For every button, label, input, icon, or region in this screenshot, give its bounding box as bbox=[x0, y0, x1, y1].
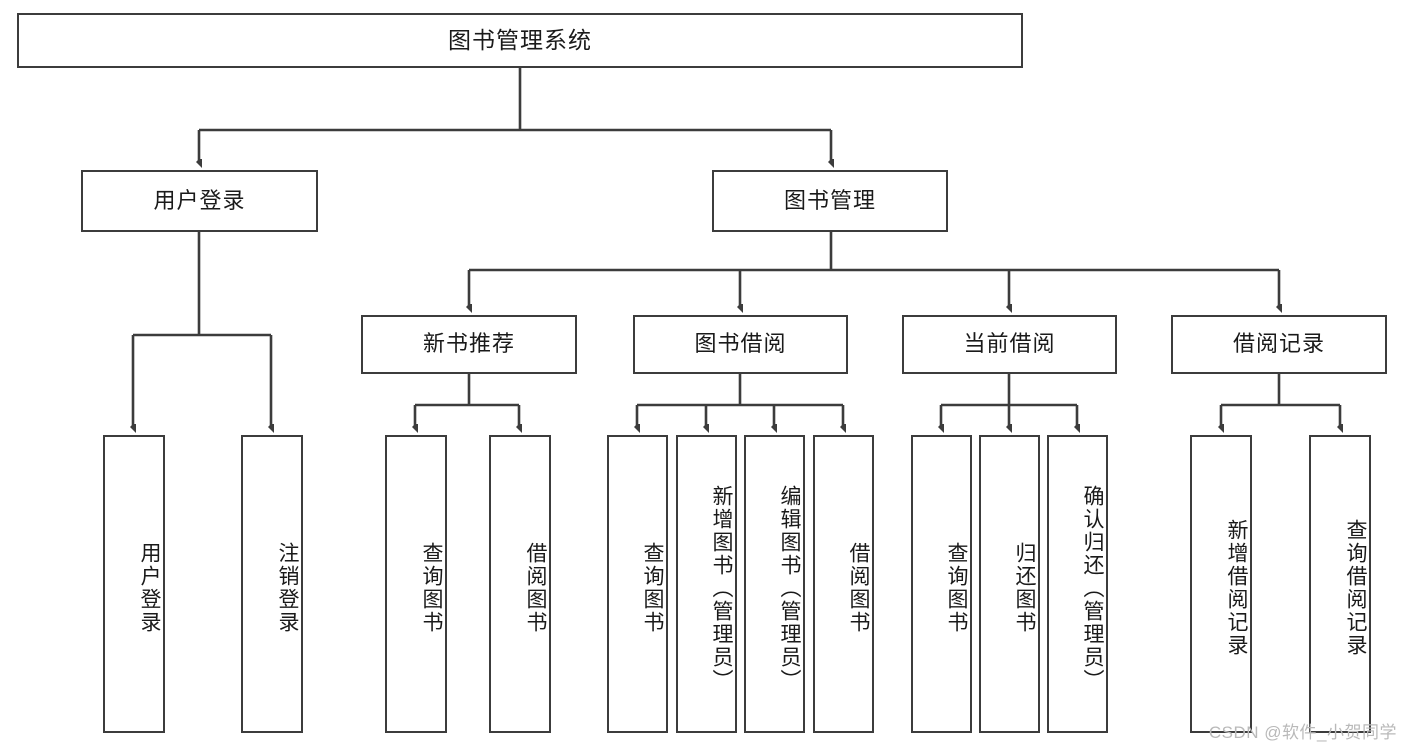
leaf-return-book-label: 归还图书 bbox=[1013, 542, 1036, 634]
leaf-query-book-1-label: 查询图书 bbox=[420, 542, 443, 634]
node-user-login[interactable]: 用户登录 bbox=[81, 170, 318, 232]
watermark: CSDN @软件_小贺同学 bbox=[1208, 723, 1397, 742]
leaf-add-book-label: 新增图书（管理员） bbox=[710, 484, 733, 692]
leaf-logout-login-label: 注销登录 bbox=[276, 542, 299, 634]
node-user-login-label: 用户登录 bbox=[153, 187, 246, 213]
leaf-return-book[interactable]: 归还图书 bbox=[979, 435, 1040, 733]
node-root[interactable]: 图书管理系统 bbox=[17, 13, 1023, 68]
node-new-book-rec-label: 新书推荐 bbox=[422, 331, 515, 357]
leaf-confirm-return[interactable]: 确认归还（管理员） bbox=[1047, 435, 1108, 733]
node-book-manage-label: 图书管理 bbox=[783, 187, 876, 213]
leaf-logout-login[interactable]: 注销登录 bbox=[241, 435, 303, 733]
node-borrow-record[interactable]: 借阅记录 bbox=[1171, 315, 1387, 374]
node-book-manage[interactable]: 图书管理 bbox=[712, 170, 948, 232]
leaf-user-login[interactable]: 用户登录 bbox=[103, 435, 165, 733]
node-current-borrow-label: 当前借阅 bbox=[963, 331, 1056, 357]
leaf-query-book-3-label: 查询图书 bbox=[945, 542, 968, 634]
leaf-edit-book-label: 编辑图书（管理员） bbox=[778, 484, 801, 692]
leaf-borrow-book-2-label: 借阅图书 bbox=[847, 542, 870, 634]
leaf-edit-book[interactable]: 编辑图书（管理员） bbox=[744, 435, 805, 733]
leaf-borrow-book-2[interactable]: 借阅图书 bbox=[813, 435, 874, 733]
leaf-query-book-1[interactable]: 查询图书 bbox=[385, 435, 447, 733]
node-book-borrow-label: 图书借阅 bbox=[694, 331, 787, 357]
leaf-add-record[interactable]: 新增借阅记录 bbox=[1190, 435, 1252, 733]
node-book-borrow[interactable]: 图书借阅 bbox=[633, 315, 848, 374]
leaf-query-book-3[interactable]: 查询图书 bbox=[911, 435, 972, 733]
leaf-query-book-2-label: 查询图书 bbox=[641, 542, 664, 634]
node-root-label: 图书管理系统 bbox=[448, 26, 592, 53]
leaf-borrow-book-1[interactable]: 借阅图书 bbox=[489, 435, 551, 733]
node-current-borrow[interactable]: 当前借阅 bbox=[902, 315, 1117, 374]
leaf-add-book[interactable]: 新增图书（管理员） bbox=[676, 435, 737, 733]
leaf-user-login-label: 用户登录 bbox=[138, 542, 161, 634]
leaf-borrow-book-1-label: 借阅图书 bbox=[524, 542, 547, 634]
leaf-query-book-2[interactable]: 查询图书 bbox=[607, 435, 668, 733]
node-borrow-record-label: 借阅记录 bbox=[1232, 331, 1325, 357]
leaf-query-record-label: 查询借阅记录 bbox=[1344, 519, 1367, 657]
leaf-add-record-label: 新增借阅记录 bbox=[1225, 519, 1248, 657]
leaf-query-record[interactable]: 查询借阅记录 bbox=[1309, 435, 1371, 733]
node-new-book-rec[interactable]: 新书推荐 bbox=[361, 315, 577, 374]
leaf-confirm-return-label: 确认归还（管理员） bbox=[1081, 484, 1104, 692]
